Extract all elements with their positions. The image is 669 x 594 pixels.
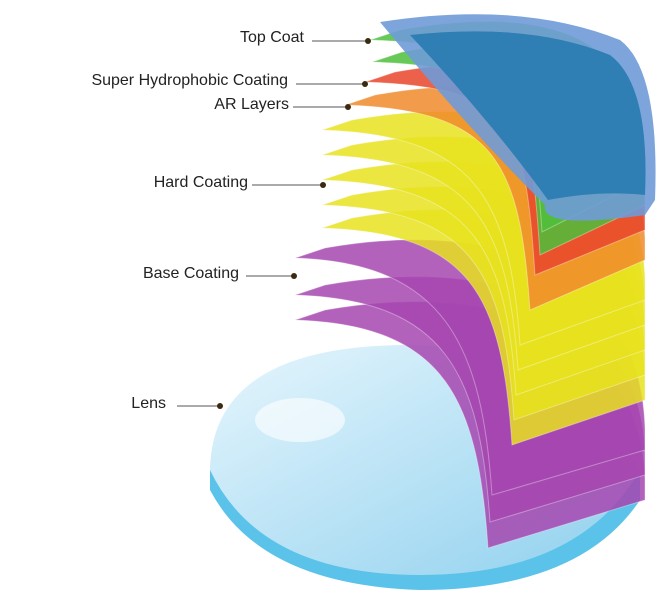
leader-dot [217, 403, 223, 409]
leader-dot [365, 38, 371, 44]
leader-dot [362, 81, 368, 87]
label-base-coating: Base Coating [142, 265, 239, 282]
top-coat-inner [410, 31, 646, 201]
label-lens: Lens [131, 395, 166, 412]
leader-dot [291, 273, 297, 279]
label-ar-layers: AR Layers [214, 96, 289, 113]
label-hard-coating: Hard Coating [153, 174, 248, 191]
label-super-hydrophobic-coating: Super Hydrophobic Coating [91, 72, 288, 89]
leader-dot [345, 104, 351, 110]
label-top-coat: Top Coat [239, 29, 304, 46]
leader-dot [320, 182, 326, 188]
